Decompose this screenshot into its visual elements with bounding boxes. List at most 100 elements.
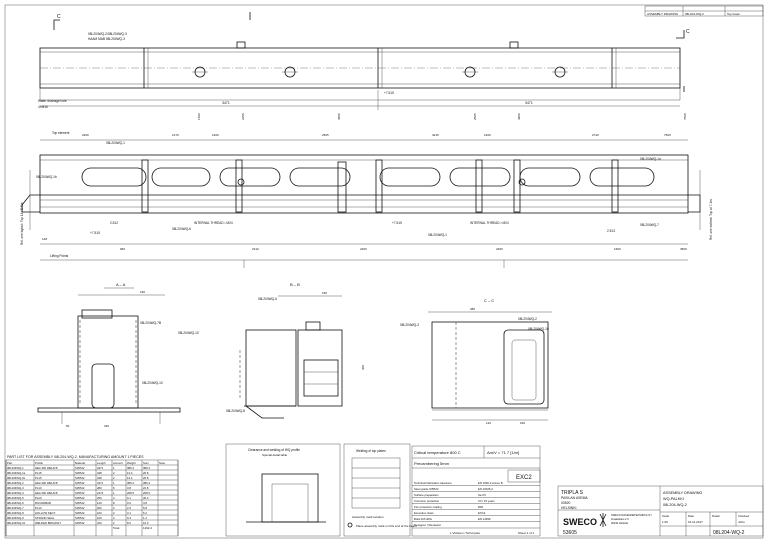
- plan-ref-label-2: HAAM MAB 08L204WQ-3: [88, 37, 125, 41]
- parts-cell: 386.2: [127, 466, 134, 470]
- spec-row-label: Corrosion protection: [414, 499, 440, 503]
- elev-dim-top-3: 1400: [212, 133, 219, 137]
- parts-header-cell: Weight: [127, 461, 136, 465]
- parts-cell: PL10: [35, 506, 42, 510]
- elev-dim-bot-7: 4500: [680, 247, 687, 251]
- top-info-row-1: ASSEMBLY DRAWING: [647, 12, 679, 16]
- spec-sheet: Sheet 1 of 1: [518, 531, 535, 535]
- section-aa: A – A 190 320 08L204WQ-7B 08L204WQ-10 08…: [37, 282, 199, 428]
- parts-cell: 8.0: [127, 521, 131, 525]
- parts-cell: 1: [113, 466, 115, 470]
- title-drawn-date: 16.11.2017: [688, 520, 703, 524]
- title-col-drawn: Drawn: [712, 514, 721, 518]
- parts-cell: 160: [97, 511, 102, 515]
- clearance-detail-subtitle: Special detail table: [262, 453, 288, 457]
- plan-section-mark-left: C: [57, 14, 61, 20]
- title-project: TRIPLA S: [561, 490, 584, 496]
- parts-list: PART LIST FOR ASSEMBLY 08L204-WQ-2, MANU…: [5, 455, 179, 537]
- svg-text:2.513: 2.513: [607, 229, 615, 233]
- section-cc-label-1: 08L204WQ-3: [400, 323, 419, 327]
- parts-cell: 08L204WQ-8: [7, 511, 24, 515]
- parts-cell: S355J2: [75, 506, 85, 510]
- parts-cell: 2: [113, 476, 115, 480]
- svg-text:2505: 2505: [473, 113, 477, 120]
- elev-dim-bot-1: 148: [42, 237, 47, 241]
- section-bb-label-1: 08L204WQ-6: [258, 297, 277, 301]
- parts-header-cell: Profile: [35, 461, 43, 465]
- spec-critical-temp: Critical temperature 800 C: [414, 450, 461, 455]
- section-bb-label-2: 08L204WQ-8: [226, 409, 245, 413]
- title-checked: JoKo: [738, 520, 745, 524]
- spec-row-value: EN 1090-2 Annex B: [478, 481, 503, 485]
- section-cc-dim-2: 160: [520, 421, 525, 425]
- elev-dim-top-7: 2740: [592, 133, 599, 137]
- elev-dim-top-1: 2400: [82, 133, 89, 137]
- parts-cell: S355J2: [75, 521, 85, 525]
- title-project-no: 53605: [563, 530, 577, 536]
- parts-cell: 3.1: [127, 511, 131, 515]
- title-scale: 1:20: [662, 520, 668, 524]
- svg-text:7500: 7500: [683, 113, 687, 120]
- clearance-detail-box: Clearance and welding of WQ profile Spec…: [225, 443, 341, 537]
- parts-cell: HEA 300 WELD.B: [35, 481, 58, 485]
- parts-cell: 348: [97, 476, 102, 480]
- parts-header-cell: Amount: [113, 461, 123, 465]
- elev-dim-bot-3: 2210: [252, 247, 259, 251]
- section-aa-dim-2: 320: [104, 424, 109, 428]
- parts-cell: S355J2: [75, 486, 85, 490]
- title-col-checked: Checked: [738, 514, 749, 518]
- elev-left-ref-label: 08L204WQ-1: [106, 141, 125, 145]
- parts-cell: 268.5: [143, 491, 150, 495]
- plan-ref-label-1: 08L204WQ-2/08L204WQ-3: [88, 32, 127, 36]
- weld-box-note-1: Assembly mark location: [352, 515, 384, 519]
- parts-cell: HOLLOW SECT.: [35, 511, 56, 515]
- title-drawing-no: 08L204-WQ-2: [713, 530, 745, 536]
- parts-cell: 4: [113, 496, 115, 500]
- parts-total-value: 1192.4: [143, 526, 152, 530]
- svg-text:1400: 1400: [197, 113, 201, 120]
- section-aa-label-3: 08L204WQ-10: [142, 381, 163, 385]
- section-bb: B – B 150 08L204WQ-6 300 08L204WQ-8: [226, 282, 365, 419]
- elev-rebar-bottom-label: 08L204WQ-6: [172, 227, 191, 231]
- elev-internal-thread-right: INTERNAL THREAD • M24: [470, 221, 509, 225]
- section-cc-dim-0: 380: [470, 307, 475, 311]
- spec-row-value: EXC2: [478, 511, 486, 515]
- plan-level: +7.515: [384, 91, 394, 95]
- spec-row-value: Sa 2½: [478, 493, 487, 497]
- section-cc-label-2: 08L204WQ-2: [518, 317, 537, 321]
- parts-cell: S355J2: [75, 466, 85, 470]
- parts-cell: 6: [113, 486, 115, 490]
- parts-cell: 9.1: [127, 496, 131, 500]
- section-cc: C – C 380 08L204WQ-3 08L204WQ-2 08L204WQ…: [400, 298, 552, 425]
- parts-cell: 386.2: [143, 481, 150, 485]
- parts-cell: PL15: [35, 471, 42, 475]
- parts-header-cell: Length: [97, 461, 106, 465]
- parts-cell: S355J2: [75, 511, 85, 515]
- title-drawing-sub: 08L204-WQ-2: [663, 503, 687, 507]
- weld-box-note-2: Place assembly mark on this end of the b…: [356, 524, 417, 528]
- sweco-text-2: Ilmalankatu 2 C: [611, 517, 629, 521]
- top-info-block: ASSEMBLY DRAWING 08L204-WQ-2 Top beam: [644, 5, 764, 17]
- plan-view: C C 08L204WQ-2/08L204WQ-3 HAAM MAB 08L20…: [38, 12, 690, 120]
- title-drawing-title: ASSEMBLY DRAWING: [663, 491, 702, 495]
- parts-cell: 3.8: [127, 486, 131, 490]
- parts-cell: 6.2: [143, 511, 147, 515]
- parts-cell: 0.6: [127, 501, 131, 505]
- parts-cell: HEA 300 WELD.B: [35, 466, 58, 470]
- parts-cell: 08L204WQ-1a: [7, 471, 26, 475]
- elev-dim-bot-4: 2200: [360, 247, 367, 251]
- plan-bolt-note: 4×M16: [38, 105, 48, 109]
- title-col-scale: Scale: [662, 514, 669, 518]
- clearance-detail-title: Clearance and welding of WQ profile: [248, 448, 300, 452]
- elev-right-ref-label: 08L204WQ-7: [640, 223, 659, 227]
- parts-cell: 26.8: [143, 476, 149, 480]
- section-aa-dim-1: 190: [140, 290, 145, 294]
- parts-cell: 386.2: [127, 481, 134, 485]
- elev-dim-bot-6: 1600: [614, 247, 621, 251]
- parts-cell: S355J2: [75, 491, 85, 495]
- spec-row-label: Surface preparation: [414, 493, 439, 497]
- parts-cell: 13.4: [127, 476, 133, 480]
- svg-text:2.512: 2.512: [110, 221, 118, 225]
- spec-row-label: Fire protection coating: [414, 505, 442, 509]
- parts-cell: 0.3: [127, 516, 131, 520]
